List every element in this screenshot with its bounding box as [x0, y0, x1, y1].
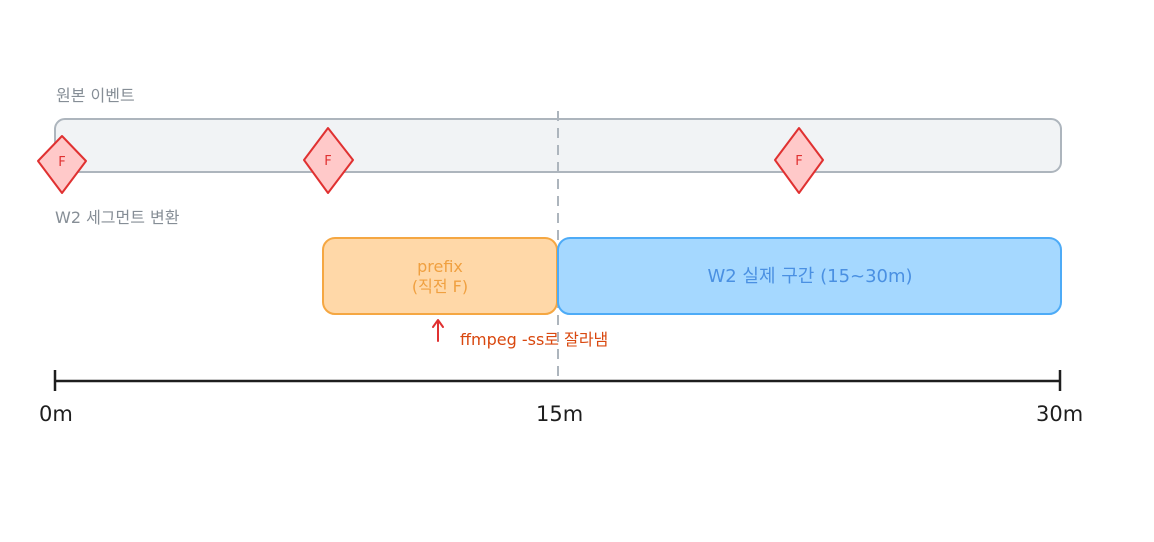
prefix-segment	[322, 237, 558, 315]
axis-label-30m: 30m	[1036, 402, 1083, 426]
ffmpeg-annotation: ffmpeg -ss로 잘라냄	[460, 330, 608, 349]
marker-f-3: F	[774, 127, 824, 194]
marker-label: F	[324, 154, 331, 169]
w2-main-segment	[557, 237, 1062, 315]
prefix-label-line2: (직전 F)	[412, 277, 468, 296]
marker-f-1: F	[37, 135, 87, 194]
segment-row-label: W2 세그먼트 변환	[55, 208, 180, 227]
axis-label-15m: 15m	[536, 402, 583, 426]
marker-f-2: F	[303, 127, 354, 194]
axis-label-0m: 0m	[39, 402, 73, 426]
marker-label: F	[795, 154, 802, 169]
original-row-label: 원본 이벤트	[56, 86, 135, 105]
prefix-label-line1: prefix	[417, 257, 463, 276]
up-arrow-icon	[432, 319, 444, 342]
w2-main-label: W2 실제 구간 (15~30m)	[707, 266, 912, 287]
marker-label: F	[58, 155, 65, 170]
